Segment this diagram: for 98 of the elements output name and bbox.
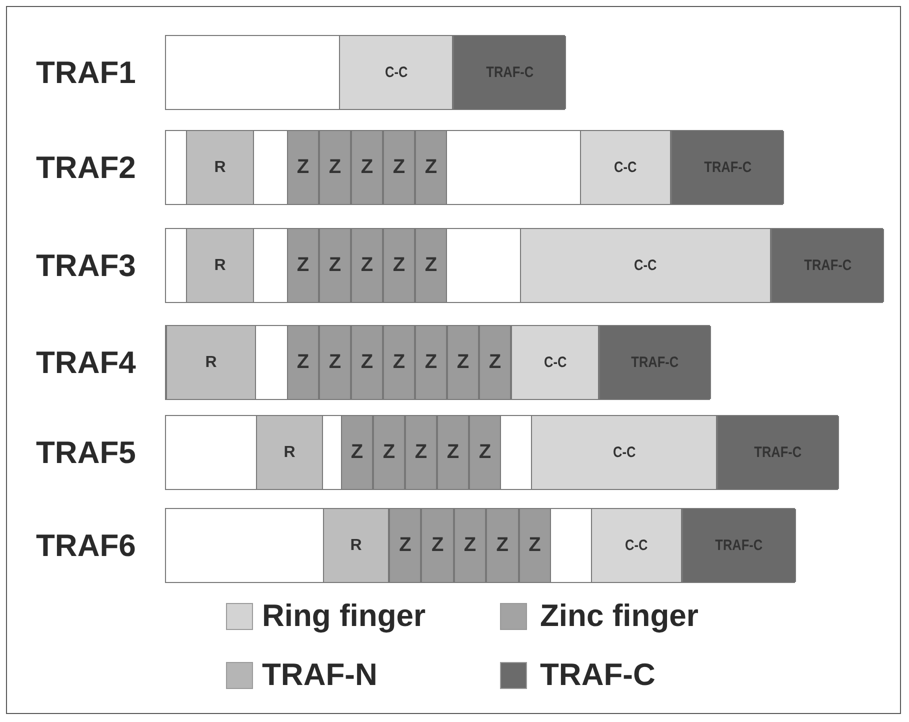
zinc-finger-domain	[319, 131, 351, 204]
domain-label: Z	[360, 351, 374, 374]
zinc-finger-domain	[405, 416, 437, 489]
domain-label: Z	[399, 534, 412, 557]
coiled-coil-domain	[520, 229, 771, 302]
zinc-finger-domain	[351, 326, 383, 399]
domain-label: R	[205, 354, 217, 372]
domain-label: Z	[528, 534, 541, 557]
zinc-finger-domain	[421, 509, 454, 582]
coiled-coil-domain	[580, 131, 671, 204]
ring-domain	[186, 131, 254, 204]
domain-label: Z	[296, 254, 310, 277]
ring-domain	[256, 416, 323, 489]
zinc-finger-domain	[383, 326, 415, 399]
domain-label: C-C	[625, 537, 648, 554]
protein-name: TRAF5	[36, 434, 136, 470]
zinc-finger-domain	[383, 131, 415, 204]
domain-label: Z	[478, 441, 492, 464]
zinc-finger-domain	[319, 229, 351, 302]
domain-label: Z	[392, 156, 406, 179]
legend-label: Ring finger	[262, 598, 426, 634]
domain-label: Z	[350, 441, 364, 464]
coiled-coil-domain	[531, 416, 717, 489]
coiled-coil-domain	[339, 36, 453, 109]
protein-name: TRAF2	[36, 150, 136, 186]
domain-label: Z	[424, 351, 438, 374]
domain-label: R	[214, 158, 226, 176]
domain-label: TRAF-C	[804, 257, 852, 274]
zinc-finger-domain	[389, 509, 422, 582]
zinc-finger-domain	[479, 326, 511, 399]
zinc-finger-domain	[287, 326, 319, 399]
domain-label: Z	[328, 351, 342, 374]
zinc-finger-domain	[518, 509, 551, 582]
zinc-finger-domain	[469, 416, 501, 489]
domain-label: C-C	[612, 444, 636, 461]
ring-domain	[166, 326, 256, 399]
traf-c-domain	[771, 229, 884, 302]
zinc-finger-domain	[351, 131, 383, 204]
domain-label: TRAF-C	[704, 159, 752, 176]
domain-label: Z	[328, 156, 342, 179]
traf-c-domain	[453, 36, 566, 109]
domain-label: Z	[360, 156, 374, 179]
domain-label: Z	[431, 534, 444, 557]
domain-label: TRAF-C	[486, 64, 534, 81]
domain-label: Z	[488, 351, 502, 374]
domain-label: C-C	[544, 354, 566, 371]
zinc-finger-domain	[415, 229, 447, 302]
domain-label: R	[214, 256, 226, 274]
domain-label: Z	[382, 441, 396, 464]
zinc-finger-domain	[341, 416, 373, 489]
domain-label: Z	[464, 534, 476, 557]
zinc-finger-domain	[319, 326, 351, 399]
zinc-finger-domain	[447, 326, 479, 399]
legend-label: Zinc finger	[540, 598, 698, 634]
zinc-finger-domain	[437, 416, 469, 489]
zinc-finger-domain	[383, 229, 415, 302]
domain-label: R	[350, 536, 362, 554]
domain-label: Z	[328, 254, 342, 277]
domain-label: Z	[496, 534, 508, 557]
domain-label: C-C	[384, 64, 408, 81]
legend-label: TRAF-C	[540, 657, 656, 693]
domain-label: TRAF-C	[631, 354, 679, 371]
zinc-finger-domain	[415, 326, 447, 399]
domain-label: Z	[456, 351, 470, 374]
domain-label: Z	[392, 351, 406, 374]
domain-label: TRAF-C	[754, 444, 802, 461]
domain-label: Z	[296, 351, 310, 374]
traf-c-domain	[717, 416, 839, 489]
ring-domain	[186, 229, 254, 302]
domain-label: Z	[424, 156, 438, 179]
domain-label: Z	[446, 441, 460, 464]
coiled-coil-domain	[511, 326, 599, 399]
domain-label: Z	[360, 254, 374, 277]
protein-name: TRAF3	[36, 248, 136, 284]
protein-name: TRAF4	[36, 344, 136, 380]
zinc-finger-domain	[351, 229, 383, 302]
domain-label: Z	[296, 156, 310, 179]
traf-c-domain	[682, 509, 796, 582]
zinc-finger-domain	[287, 131, 319, 204]
domain-label: Z	[414, 441, 428, 464]
protein-name: TRAF6	[36, 528, 136, 564]
zinc-finger-domain	[287, 229, 319, 302]
zinc-finger-domain	[486, 509, 519, 582]
protein-name: TRAF1	[36, 54, 136, 90]
domain-label: TRAF-C	[715, 537, 763, 554]
ring-domain	[323, 509, 389, 582]
domain-label: Z	[392, 254, 406, 277]
traf-c-domain	[599, 326, 711, 399]
domain-label: Z	[424, 254, 438, 277]
domain-label: C-C	[634, 257, 657, 274]
zinc-finger-domain	[454, 509, 486, 582]
domain-label: R	[284, 444, 296, 462]
legend-label: TRAF-N	[262, 657, 378, 693]
traf-c-domain	[671, 131, 784, 204]
zinc-finger-domain	[415, 131, 447, 204]
domain-label: C-C	[614, 159, 637, 176]
zinc-finger-domain	[373, 416, 405, 489]
coiled-coil-domain	[591, 509, 682, 582]
